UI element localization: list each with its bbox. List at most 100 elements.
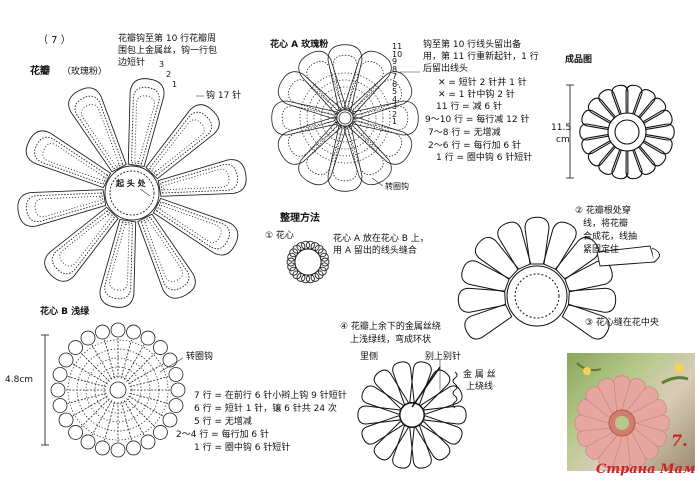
assembly-petal	[554, 236, 600, 280]
center-b-row-6: 6 行 = 短针 1 针，镶 6 针共 24 次	[194, 404, 337, 414]
center-b-spoke	[72, 363, 108, 385]
petal-stitch-row	[80, 103, 120, 167]
center-b-row-1: 1 行 = 圈中钩 6 针短针	[194, 443, 291, 453]
center-b-spoke	[123, 400, 145, 436]
center-a-wedge	[352, 100, 419, 136]
photo-petal	[624, 425, 659, 460]
center-b-picot	[168, 398, 184, 413]
petal-note-3: 边短针	[118, 58, 146, 68]
center-a-stitches	[354, 105, 409, 131]
finished-center-outer	[607, 112, 647, 152]
center-b-turn-label: 转圈钩	[186, 352, 214, 362]
center-b-picot	[68, 340, 83, 355]
center-a-round	[299, 72, 391, 164]
finished-petal	[641, 133, 673, 155]
finished-petal	[598, 144, 623, 175]
center-b-picot	[52, 398, 68, 413]
petal-row-mark-3: 3	[159, 60, 165, 69]
finished-title: 成品图	[565, 55, 593, 65]
assembly-gather-thread	[514, 273, 560, 319]
finished-flower-photo: 7.	[567, 353, 695, 471]
assembly-step2-text-3: 合成花，线抽	[583, 232, 638, 242]
assembly-step2-text-2: 线，将花瓣	[583, 219, 629, 229]
photo-petal	[620, 378, 646, 417]
ring-bump	[296, 242, 306, 251]
center-a-stitches	[287, 79, 339, 117]
assembly4-petal	[409, 425, 432, 469]
ring-bump	[305, 274, 315, 284]
center-b-spoke	[129, 392, 169, 404]
center-b-spoke	[126, 352, 156, 382]
safety-pin-icon	[411, 366, 441, 408]
petal-stitch-row	[152, 119, 205, 173]
center-b-picot	[110, 442, 126, 458]
petal-chart	[17, 78, 247, 308]
center-b-picot	[80, 434, 96, 450]
center-b-row-7: 7 行 = 在前行 6 针小辫上钩 9 针短针	[194, 391, 347, 401]
center-a-turn-label: 转圈钩	[385, 182, 409, 191]
assembly-petal	[561, 303, 610, 340]
assembly4-petal	[419, 415, 463, 445]
leader-lines	[131, 71, 441, 390]
center-b-spoke	[120, 339, 132, 379]
center-b-row-2-4: 2～4 行 = 每行加 6 针	[176, 430, 270, 440]
petal-outline	[157, 159, 247, 197]
petal-stitch-row	[59, 213, 112, 267]
center-b-spoke	[67, 376, 107, 388]
center-b-picot	[58, 352, 74, 368]
wire-label-1: 金 属 丝	[463, 370, 496, 380]
ring-bump	[319, 262, 329, 272]
assembly4-petal	[414, 420, 451, 461]
center-a-row-mark: 1	[392, 117, 398, 126]
ring-inner-edge	[294, 248, 322, 276]
center-a-wedge	[298, 50, 347, 115]
center-b-picot	[95, 440, 110, 456]
center-a-wedge	[298, 121, 347, 186]
ring-bump	[319, 252, 329, 262]
center-b-spoke	[128, 363, 164, 385]
center-b-picot	[140, 330, 156, 346]
center-b-spoke	[91, 400, 113, 436]
center-b-spoke	[80, 352, 110, 382]
center-b-picot	[126, 324, 141, 340]
center-b-spoke	[104, 401, 116, 441]
finished-unit: cm	[556, 135, 570, 145]
center-a-row-3: 7～8 行 = 无增减	[428, 128, 501, 138]
photo-petal	[598, 429, 624, 468]
petal-center-label: 起 头 处	[116, 179, 146, 189]
center-a-stitches	[281, 105, 336, 131]
finished-petal	[581, 109, 613, 131]
assembly-step1-label: ① 花心	[265, 231, 294, 241]
petal-stitch-row	[159, 204, 222, 243]
assembly-step2-fan	[457, 216, 617, 340]
center-b-size: 4.8cm	[5, 375, 34, 385]
photo-petal	[628, 421, 667, 447]
petal-stitch-row	[34, 195, 102, 218]
ring-bump	[287, 252, 297, 262]
photo-number: 7.	[671, 431, 688, 450]
assembly4-petal	[361, 415, 405, 445]
finished-center-inner	[614, 119, 640, 145]
petal-stitch-row	[156, 201, 230, 250]
finished-flower-outline	[579, 84, 675, 180]
center-a-row-mark: 9	[392, 57, 398, 66]
center-a-row-mark: 2	[392, 109, 398, 119]
center-a-row-mark: 7	[392, 72, 398, 81]
petal-color: （玫瑰粉）	[62, 67, 108, 77]
assembly-step4-text-1: ④ 花瓣上余下的金属丝绕	[340, 322, 441, 332]
petal-row-mark-2: 2	[166, 70, 172, 79]
assembly4-petal	[414, 369, 451, 410]
center-a-wedge	[277, 71, 342, 120]
assembly-step2-text-1: ② 花瓣根处穿	[575, 206, 631, 216]
petal-hook-label: 钩 17 针	[206, 91, 242, 101]
section-number: （ 7 ）	[38, 35, 71, 46]
center-a-note-1: 钩至第 10 行线头留出备	[423, 40, 522, 50]
petal-outline	[137, 213, 196, 299]
petal-stitch-row	[140, 216, 190, 291]
petal-stitch-row	[109, 223, 130, 291]
center-a-stitches	[332, 54, 358, 109]
petal-stitch-row	[148, 111, 213, 176]
photo-petal	[624, 386, 659, 421]
center-a-title: 花心 A 玫瑰粉	[270, 40, 329, 50]
center-b-picot	[80, 330, 96, 346]
